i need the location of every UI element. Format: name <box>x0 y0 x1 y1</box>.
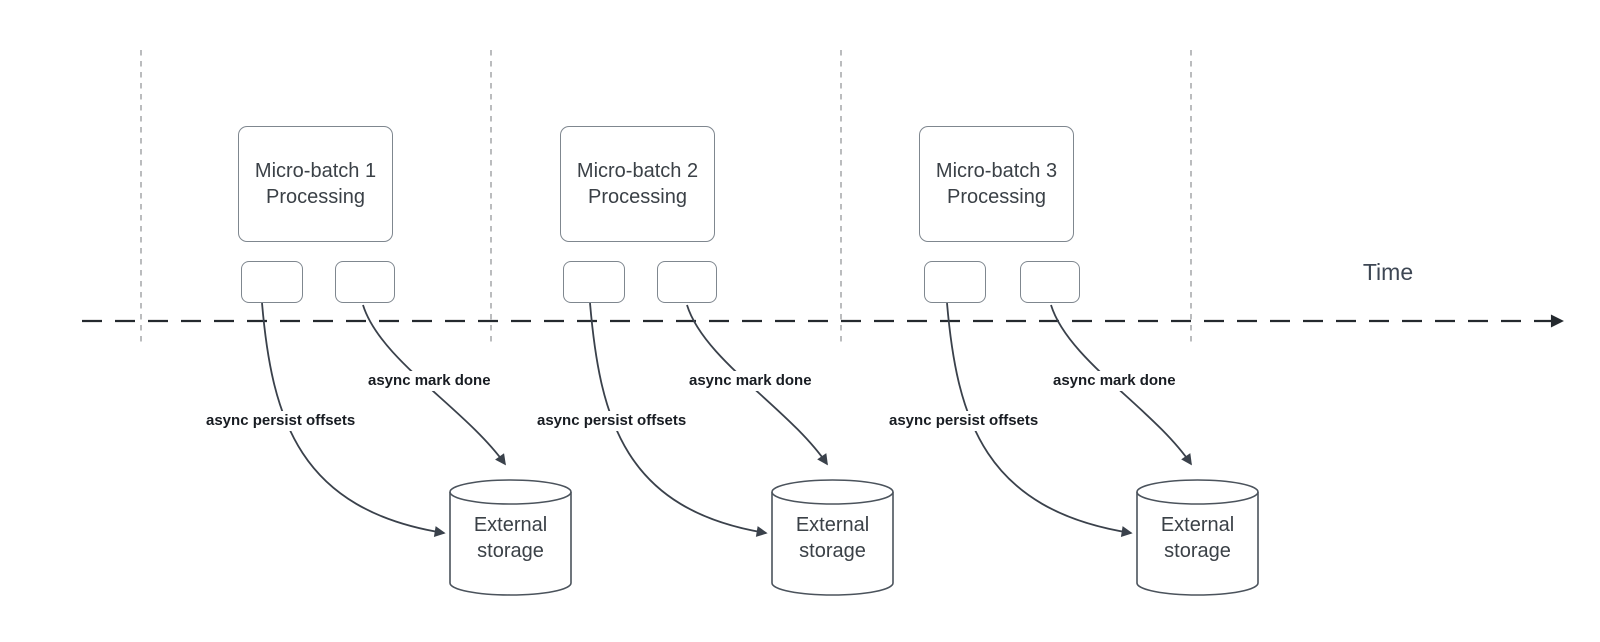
mark-done-label-2: async mark done <box>686 371 815 391</box>
processing-box-1: Micro-batch 1 Processing <box>238 126 393 242</box>
processing-box-2: Micro-batch 2 Processing <box>560 126 715 242</box>
storage-label-1-line2: storage <box>477 540 544 562</box>
time-axis-label: Time <box>1362 259 1414 285</box>
storage-label-3-line2: storage <box>1164 540 1231 562</box>
persist-offsets-curve-2 <box>589 302 768 537</box>
processing-box-1-line2: Processing <box>266 186 365 208</box>
mark-done-task-node-3 <box>1020 261 1080 303</box>
processing-box-2-line1: Micro-batch 2 <box>576 160 699 182</box>
processing-box-2-line2: Processing <box>588 186 687 208</box>
storage-cylinder-3 <box>1136 479 1259 596</box>
storage-label-1: External storage <box>450 512 571 564</box>
processing-box-3-line1: Micro-batch 3 <box>935 160 1058 182</box>
mark-done-task-node-2 <box>657 261 717 303</box>
processing-box-1-line1: Micro-batch 1 <box>254 160 377 182</box>
storage-label-2: External storage <box>772 512 893 564</box>
processing-box-1-label: Micro-batch 1 Processing <box>255 158 376 210</box>
storage-label-1-line1: External <box>473 514 548 536</box>
persist-offsets-label-3: async persist offsets <box>886 411 1042 431</box>
persist-task-node-1 <box>241 261 303 303</box>
storage-label-3: External storage <box>1137 512 1258 564</box>
processing-box-3-label: Micro-batch 3 Processing <box>936 158 1057 210</box>
persist-offsets-curve-3 <box>946 302 1133 537</box>
processing-box-3-line2: Processing <box>947 186 1046 208</box>
storage-label-2-line2: storage <box>799 540 866 562</box>
mark-done-label-1: async mark done <box>365 371 494 391</box>
persist-offsets-label-1: async persist offsets <box>203 411 359 431</box>
storage-cylinder-2 <box>771 479 894 596</box>
persist-offsets-curve-1 <box>261 302 446 537</box>
mark-done-label-3: async mark done <box>1050 371 1179 391</box>
persist-offsets-label-2: async persist offsets <box>534 411 690 431</box>
storage-label-2-line1: External <box>795 514 870 536</box>
persist-task-node-2 <box>563 261 625 303</box>
storage-cylinder-1 <box>449 479 572 596</box>
storage-label-3-line1: External <box>1160 514 1235 536</box>
persist-task-node-3 <box>924 261 986 303</box>
processing-box-3: Micro-batch 3 Processing <box>919 126 1074 242</box>
processing-box-2-label: Micro-batch 2 Processing <box>577 158 698 210</box>
mark-done-task-node-1 <box>335 261 395 303</box>
